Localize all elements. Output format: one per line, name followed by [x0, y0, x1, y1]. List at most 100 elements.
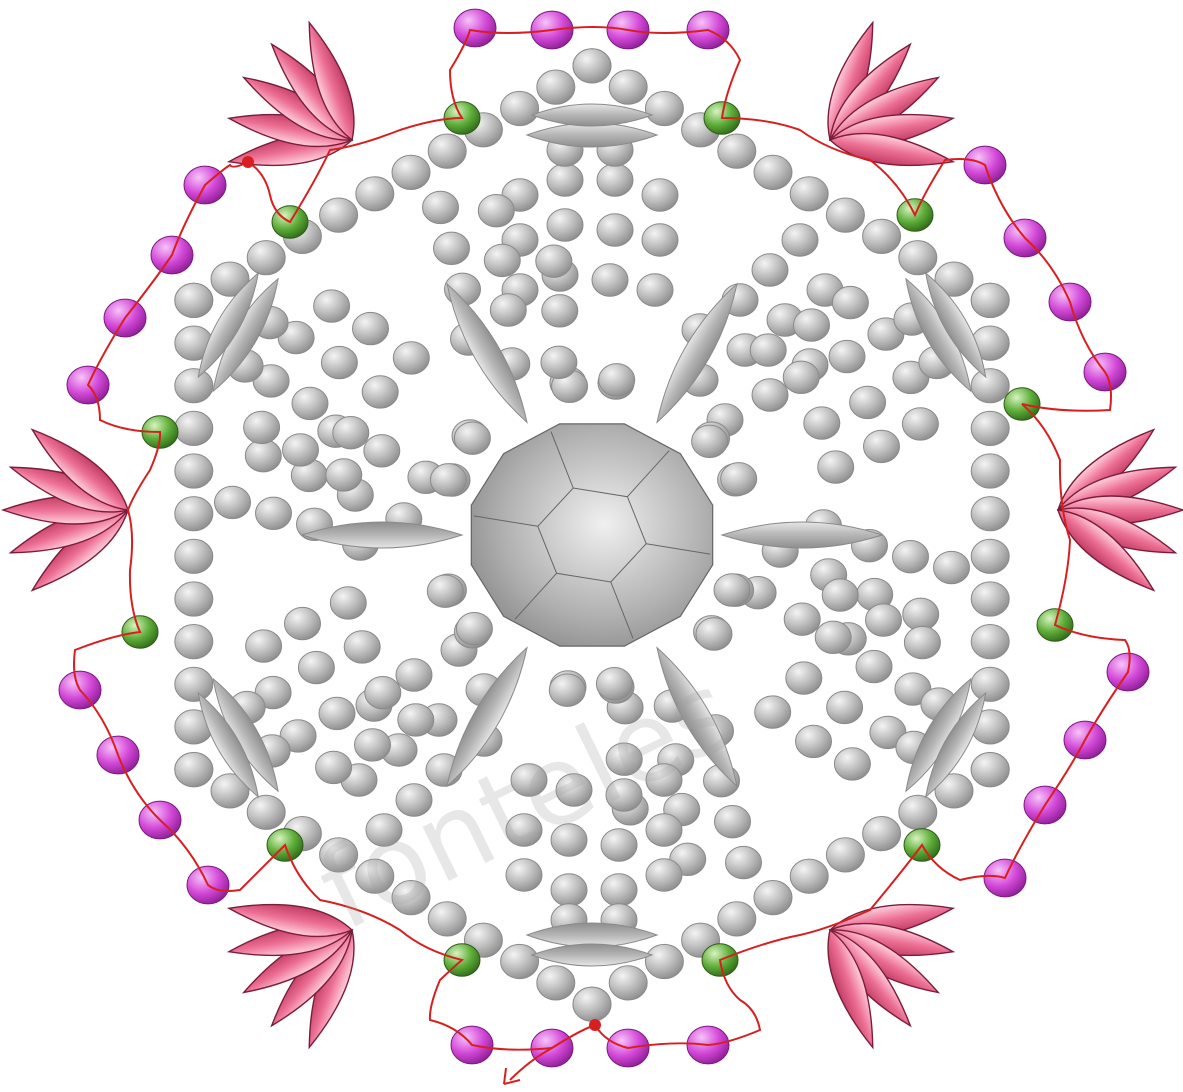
seed-bead [834, 748, 870, 780]
seed-bead [490, 294, 526, 326]
seed-bead [511, 764, 547, 796]
drop-shape [532, 944, 652, 966]
seed-bead [556, 774, 592, 806]
seed-bead [786, 662, 822, 694]
seed-bead [866, 604, 902, 636]
edge-seed-bead [356, 859, 394, 893]
seed-bead [934, 551, 970, 583]
stone-outline [471, 424, 712, 646]
edge-seed-bead [971, 667, 1009, 701]
edge-seed-bead [175, 497, 213, 531]
seed-bead [246, 630, 282, 662]
edge-seed-bead [175, 753, 213, 787]
seed-bead [547, 164, 583, 196]
thread-start-dot [242, 156, 254, 168]
edge-seed-bead [971, 539, 1009, 573]
edge-seed-bead [573, 987, 611, 1021]
seed-bead [396, 659, 432, 691]
seed-bead [506, 859, 542, 891]
seed-bead [283, 434, 319, 466]
seed-bead [599, 364, 635, 396]
seed-bead [423, 191, 459, 223]
seed-bead [642, 179, 678, 211]
seed-bead [355, 729, 391, 761]
seed-bead [364, 435, 400, 467]
edge-seed-bead [899, 241, 937, 275]
seed-bead [484, 244, 520, 276]
seed-bead [755, 696, 791, 728]
seed-bead [244, 411, 280, 443]
purple-accent-bead [454, 9, 496, 47]
seed-bead [597, 164, 633, 196]
edge-seed-bead [573, 49, 611, 83]
seed-bead [796, 725, 832, 757]
edge-seed-bead [790, 177, 828, 211]
seed-bead [319, 697, 355, 729]
edge-seed-bead [609, 70, 647, 104]
edge-seed-bead [971, 582, 1009, 616]
seed-bead [794, 309, 830, 341]
thread-end-dot [589, 1019, 601, 1031]
seed-bead [893, 541, 929, 573]
seed-bead [637, 274, 673, 306]
edge-seed-bead [247, 241, 285, 275]
arrow-icon [504, 1068, 520, 1084]
seed-bead [454, 422, 490, 454]
edge-seed-bead [609, 966, 647, 1000]
seed-bead [365, 677, 401, 709]
edge-seed-bead [971, 497, 1009, 531]
outer-drop [527, 123, 657, 147]
edge-seed-bead [971, 454, 1009, 488]
edge-seed-bead [320, 838, 358, 872]
seed-bead [696, 618, 732, 650]
edge-seed-bead [971, 753, 1009, 787]
seed-bead [646, 859, 682, 891]
seed-bead [726, 846, 762, 878]
seed-bead [596, 668, 632, 700]
seed-bead [832, 286, 868, 318]
seed-bead [782, 224, 818, 256]
seed-bead [330, 587, 366, 619]
edge-seed-bead [356, 177, 394, 211]
seed-bead [396, 784, 432, 816]
seed-bead [592, 264, 628, 296]
edge-seed-bead [175, 283, 213, 317]
seed-bead [321, 346, 357, 378]
center-stone-layer [471, 424, 712, 646]
seed-bead [456, 613, 492, 645]
seed-bead [715, 806, 751, 838]
seed-bead [903, 598, 939, 630]
edge-seed-bead [790, 859, 828, 893]
edge-seed-bead [971, 625, 1009, 659]
seed-bead [215, 486, 251, 518]
edge-seed-bead [971, 369, 1009, 403]
seed-bead [316, 751, 352, 783]
seed-bead [430, 464, 466, 496]
seed-bead [827, 691, 863, 723]
edge-seed-bead [428, 134, 466, 168]
seed-bead [547, 209, 583, 241]
seed-bead [506, 814, 542, 846]
seed-bead [752, 379, 788, 411]
seed-bead [692, 425, 728, 457]
seed-bead [752, 254, 788, 286]
seed-bead [256, 497, 292, 529]
edge-seed-bead [175, 369, 213, 403]
seed-bead [804, 407, 840, 439]
edge-seed-bead [754, 881, 792, 915]
seed-bead [721, 463, 757, 495]
drop-shape [527, 923, 657, 947]
edge-seed-bead [863, 817, 901, 851]
seed-bead [902, 408, 938, 440]
edge-seed-bead [971, 411, 1009, 445]
edge-seed-bead [392, 155, 430, 189]
edge-seed-bead [175, 582, 213, 616]
seed-bead [597, 214, 633, 246]
seed-bead [551, 874, 587, 906]
edge-seed-bead [537, 70, 575, 104]
seed-bead [541, 346, 577, 378]
seed-bead [292, 387, 328, 419]
seed-bead [427, 575, 463, 607]
seed-bead [536, 245, 572, 277]
